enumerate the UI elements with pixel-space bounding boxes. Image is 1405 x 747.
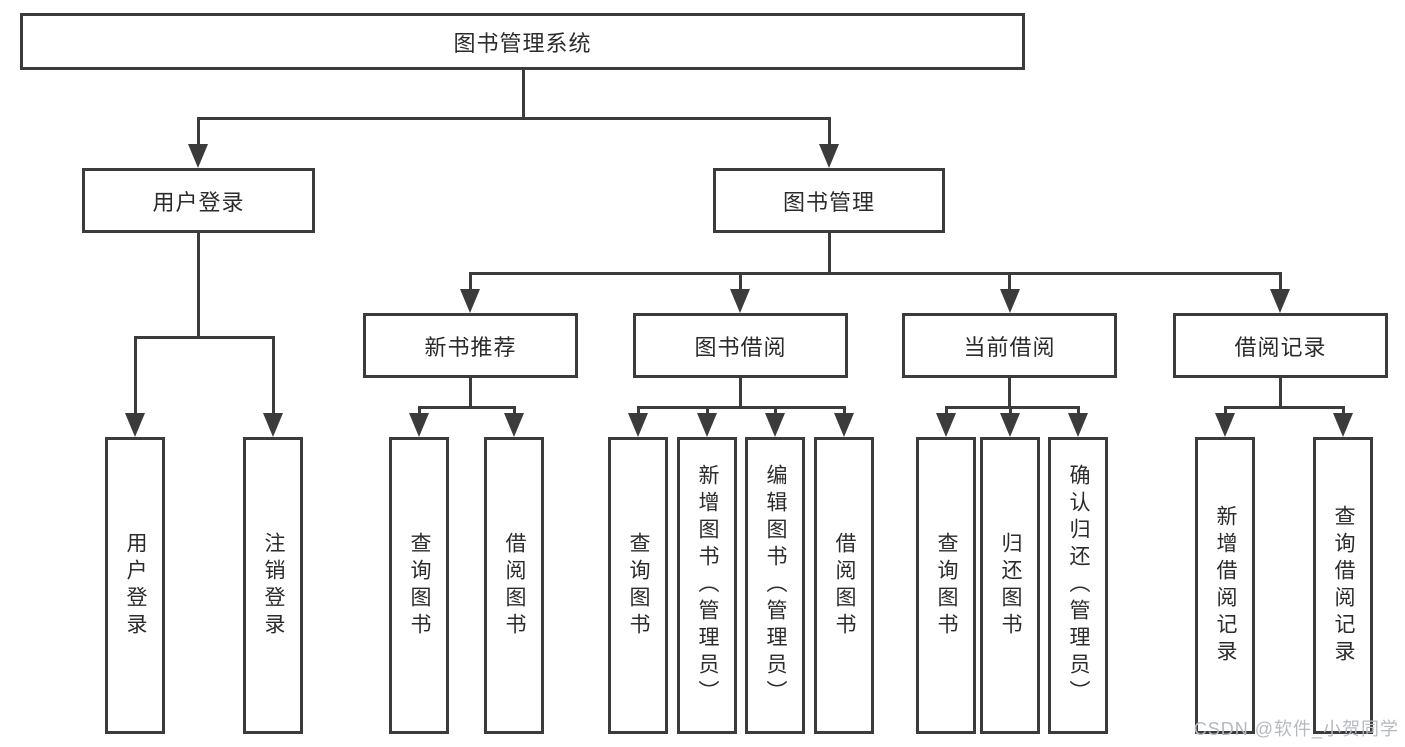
leaf-add-book-label: 新增图书（管理员） [696,464,719,707]
connector-vline [469,272,472,292]
connector-vline [1342,406,1345,416]
arrowhead-icon [936,413,956,437]
connector-vline [272,336,275,416]
connector-vline [843,406,846,416]
leaf-query-borrow-record: 查询借阅记录 [1313,437,1373,734]
connector-hline [945,406,1080,409]
connector-hline [637,406,846,409]
connector-vline [1077,406,1080,416]
connector-vline [513,406,516,416]
connector-hline [134,336,275,339]
connector-vline [828,232,831,272]
arrowhead-icon [460,289,480,313]
leaf-add-borrow-record: 新增借阅记录 [1195,437,1255,734]
arrowhead-icon [188,144,208,168]
arrowhead-icon [1333,413,1353,437]
leaf-confirm-return: 确认归还（管理员） [1048,437,1108,734]
leaf-add-borrow-record-label: 新增借阅记录 [1214,504,1237,667]
arrowhead-icon [1000,289,1020,313]
leaf-add-book: 新增图书（管理员） [677,437,737,734]
node-book-borrowing-label: 图书借阅 [694,334,787,360]
leaf-edit-book: 编辑图书（管理员） [745,437,805,734]
leaf-user-login: 用户登录 [105,437,165,734]
leaf-borrow-book-1: 借阅图书 [484,437,544,734]
connector-vline [418,406,421,416]
connector-vline [739,377,742,406]
arrowhead-icon [730,289,750,313]
leaf-borrow-book-2-label: 借阅图书 [833,531,856,640]
node-book-borrowing: 图书借阅 [633,313,848,378]
arrowhead-icon [628,413,648,437]
node-borrow-records: 借阅记录 [1173,313,1388,378]
node-current-borrowing: 当前借阅 [902,313,1117,378]
connector-vline [1279,377,1282,406]
connector-vline [1279,272,1282,292]
arrowhead-icon [409,413,429,437]
connector-vline [706,406,709,416]
arrowhead-icon [1215,413,1235,437]
connector-vline [197,117,200,147]
leaf-query-borrow-record-label: 查询借阅记录 [1332,504,1355,667]
arrowhead-icon [819,144,839,168]
node-user-login-label: 用户登录 [152,189,245,215]
leaf-borrow-book-1-label: 借阅图书 [503,531,526,640]
arrowhead-icon [1000,413,1020,437]
leaf-query-book-2: 查询图书 [608,437,668,734]
connector-vline [1009,406,1012,416]
connector-vline [739,272,742,292]
leaf-query-book-1-label: 查询图书 [408,531,431,640]
arrowhead-icon [1270,289,1290,313]
node-library-system-label: 图书管理系统 [453,30,592,56]
node-library-system: 图书管理系统 [20,13,1025,70]
connector-vline [197,232,200,336]
leaf-user-login-label: 用户登录 [124,531,147,640]
connector-vline [774,406,777,416]
arrowhead-icon [125,413,145,437]
leaf-query-book-3-label: 查询图书 [935,531,958,640]
connector-vline [522,70,525,117]
node-new-book-recommend: 新书推荐 [363,313,578,378]
csdn-watermark: CSDN @软件_小贺同学 [1193,719,1399,739]
leaf-borrow-book-2: 借阅图书 [814,437,874,734]
arrowhead-icon [697,413,717,437]
connector-vline [945,406,948,416]
leaf-return-book-label: 归还图书 [999,531,1022,640]
connector-hline [197,117,831,120]
arrowhead-icon [504,413,524,437]
connector-hline [469,272,1282,275]
node-user-login: 用户登录 [82,168,315,233]
connector-vline [637,406,640,416]
connector-vline [828,117,831,147]
node-book-management: 图书管理 [713,168,945,233]
connector-vline [1008,377,1011,406]
leaf-confirm-return-label: 确认归还（管理员） [1067,464,1090,707]
node-book-management-label: 图书管理 [782,189,875,215]
connector-hline [418,406,516,409]
node-current-borrowing-label: 当前借阅 [963,334,1056,360]
arrowhead-icon [263,413,283,437]
leaf-edit-book-label: 编辑图书（管理员） [764,464,787,707]
connector-vline [134,336,137,416]
leaf-logout-label: 注销登录 [262,531,285,640]
arrowhead-icon [834,413,854,437]
leaf-query-book-3: 查询图书 [916,437,976,734]
leaf-return-book: 归还图书 [980,437,1040,734]
connector-vline [1008,272,1011,292]
arrowhead-icon [765,413,785,437]
connector-vline [469,377,472,406]
arrowhead-icon [1068,413,1088,437]
connector-vline [1224,406,1227,416]
leaf-logout: 注销登录 [243,437,303,734]
leaf-query-book-1: 查询图书 [389,437,449,734]
node-borrow-records-label: 借阅记录 [1234,334,1327,360]
leaf-query-book-2-label: 查询图书 [627,531,650,640]
node-new-book-recommend-label: 新书推荐 [424,334,517,360]
connector-hline [1224,406,1345,409]
